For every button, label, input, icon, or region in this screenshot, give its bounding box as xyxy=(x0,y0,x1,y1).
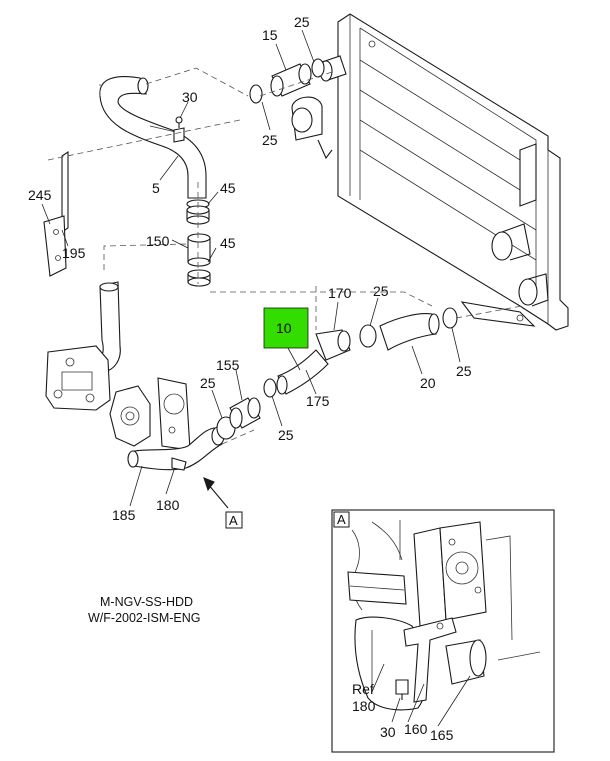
callout-25-top[interactable]: 25 xyxy=(294,14,310,30)
detail-callout-30[interactable]: 30 xyxy=(380,724,396,740)
callout-245[interactable]: 245 xyxy=(28,187,52,203)
tube-175 xyxy=(263,329,351,398)
callout-25-mid[interactable]: 25 xyxy=(278,427,294,443)
highlight-box-10 xyxy=(263,307,309,349)
callout-15[interactable]: 15 xyxy=(262,27,278,43)
callout-45-a[interactable]: 45 xyxy=(220,180,236,196)
detail-ref-line-1: Ref xyxy=(352,681,374,697)
callout-25-hose[interactable]: 25 xyxy=(373,283,389,299)
sleeve-155 xyxy=(216,397,261,440)
callout-labels: 15 25 25 30 5 45 45 150 245 195 10 170 2… xyxy=(28,14,472,523)
callout-185[interactable]: 185 xyxy=(112,507,136,523)
sleeve-15 xyxy=(249,58,325,104)
callout-195[interactable]: 195 xyxy=(62,245,86,261)
alignment-lines xyxy=(47,67,523,445)
callout-45-b[interactable]: 45 xyxy=(220,235,236,251)
callout-155[interactable]: 155 xyxy=(216,357,240,373)
leader-lines xyxy=(41,29,461,507)
view-arrow xyxy=(203,477,229,509)
detail-view-a: A Ref 180 30 160 xyxy=(331,509,555,753)
callout-30[interactable]: 30 xyxy=(182,89,198,105)
callout-10[interactable]: 10 xyxy=(276,320,292,336)
callout-25-radiator[interactable]: 25 xyxy=(262,132,278,148)
thermostat-housing xyxy=(45,281,121,411)
detail-callout-165[interactable]: 165 xyxy=(430,727,454,743)
note-line-1: M-NGV-SS-HDD xyxy=(100,595,193,609)
note-line-2: W/F-2002-ISM-ENG xyxy=(88,611,201,625)
hose-20 xyxy=(359,307,458,351)
callout-150[interactable]: 150 xyxy=(146,233,170,249)
callout-25-left[interactable]: 25 xyxy=(200,375,216,391)
callout-25-right[interactable]: 25 xyxy=(456,363,472,379)
callout-5[interactable]: 5 xyxy=(152,180,160,196)
water-pump xyxy=(109,377,191,451)
applicability-notes: M-NGV-SS-HDD W/F-2002-ISM-ENG xyxy=(88,595,201,625)
radiator xyxy=(291,13,569,331)
bracket-245 xyxy=(43,150,69,277)
callout-180[interactable]: 180 xyxy=(156,497,180,513)
callout-170[interactable]: 170 xyxy=(328,285,352,301)
callout-20[interactable]: 20 xyxy=(420,375,436,391)
view-reference-a-label: A xyxy=(229,513,238,528)
detail-ref-line-2[interactable]: 180 xyxy=(352,698,376,714)
coupling-stack xyxy=(186,199,211,287)
detail-label: A xyxy=(337,512,346,527)
view-reference-a[interactable]: A xyxy=(225,511,243,529)
clamp-30 xyxy=(173,116,185,143)
lower-elbow xyxy=(127,426,225,471)
detail-callout-160[interactable]: 160 xyxy=(404,721,428,737)
callout-175[interactable]: 175 xyxy=(306,393,330,409)
